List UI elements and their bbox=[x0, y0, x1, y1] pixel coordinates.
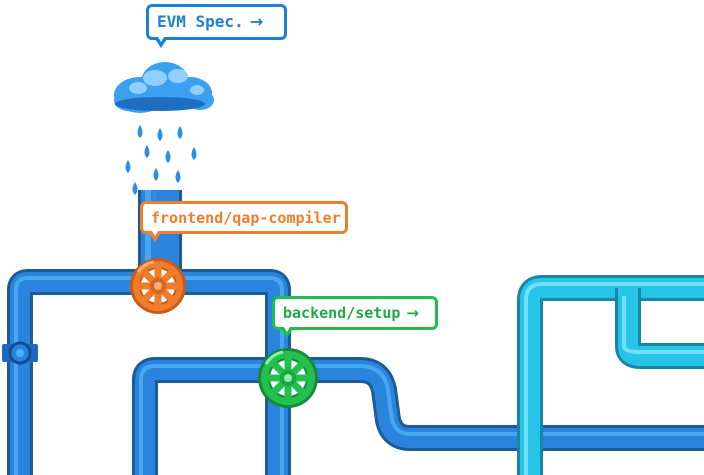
evm-spec-link[interactable]: EVM Spec. → bbox=[146, 4, 287, 48]
frontend-label: frontend/qap-compiler bbox=[151, 208, 341, 227]
pipe-coupling-icon bbox=[2, 341, 38, 365]
green-valve-icon[interactable] bbox=[258, 348, 318, 408]
evm-spec-label: EVM Spec. bbox=[157, 12, 244, 31]
arrow-right-icon: → bbox=[249, 12, 264, 31]
cloud-icon[interactable] bbox=[114, 62, 214, 113]
orange-valve-icon[interactable] bbox=[130, 258, 186, 314]
raindrop-icon bbox=[125, 125, 197, 203]
backend-label: backend/setup bbox=[283, 304, 401, 322]
backend-setup-link[interactable]: backend/setup → bbox=[272, 296, 438, 338]
cyan-pipe bbox=[517, 275, 704, 475]
arrow-right-icon: → bbox=[406, 304, 419, 322]
blue-pipe-inner bbox=[132, 357, 704, 475]
frontend-qap-compiler-link[interactable]: frontend/qap-compiler bbox=[140, 201, 348, 242]
